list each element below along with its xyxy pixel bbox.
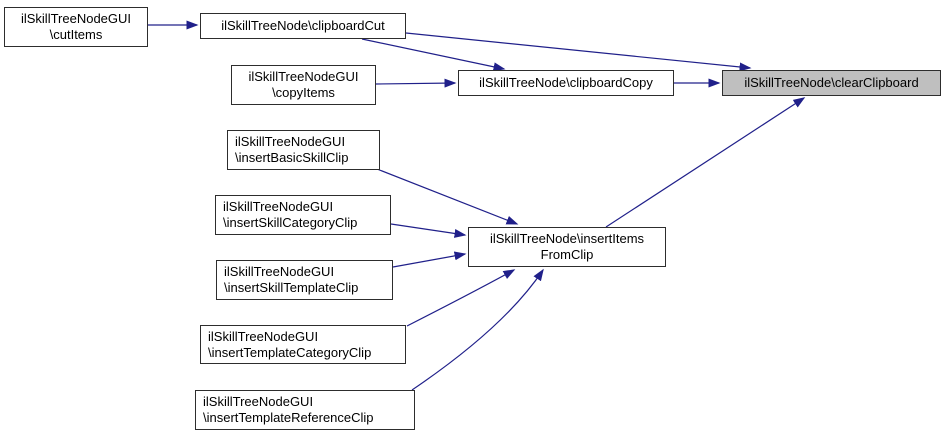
edge-inserttemplatereferenceclip-insertitemsfromclip <box>411 268 544 391</box>
node-label-line: \insertSkillTemplateClip <box>224 280 359 295</box>
node-label-line: \insertBasicSkillClip <box>235 150 349 165</box>
edge-clipboardcut-clearclipboard <box>405 32 752 72</box>
node-insertskillcategoryclip[interactable]: ilSkillTreeNodeGUI \insertSkillCategoryC… <box>215 195 391 235</box>
node-label-line: ilSkillTreeNode\clearClipboard <box>744 75 919 90</box>
node-label-line: ilSkillTreeNodeGUI <box>20 11 132 26</box>
edge-inserttemplatecategoryclip-insertitemsfromclip <box>406 269 516 327</box>
node-clearclipboard-highlighted: ilSkillTreeNode\clearClipboard <box>722 70 941 96</box>
node-label-line: ilSkillTreeNodeGUI <box>203 394 314 409</box>
node-cutitems[interactable]: ilSkillTreeNodeGUI \cutItems <box>4 7 148 47</box>
node-insertbasicskillclip[interactable]: ilSkillTreeNodeGUI \insertBasicSkillClip <box>227 130 380 170</box>
node-clipboardcut[interactable]: ilSkillTreeNode\clipboardCut <box>200 13 406 39</box>
node-label-line: \insertSkillCategoryClip <box>223 215 358 230</box>
node-label-line: ilSkillTreeNode\clipboardCut <box>221 18 385 33</box>
edge-copyitems-clipboardcopy <box>375 78 457 88</box>
node-label-line: ilSkillTreeNode\insertItems <box>489 231 645 246</box>
node-label-line: ilSkillTreeNodeGUI <box>248 69 359 84</box>
node-inserttemplatereferenceclip[interactable]: ilSkillTreeNodeGUI \insertTemplateRefere… <box>195 390 415 430</box>
node-label-line: ilSkillTreeNodeGUI <box>235 134 346 149</box>
edge-insertskillcategoryclip-insertitemsfromclip <box>390 223 467 238</box>
edge-clipboardcut-clipboardcopy <box>361 38 506 72</box>
node-label-line: \insertTemplateReferenceClip <box>203 410 374 425</box>
edge-insertskilltemplateclip-insertitemsfromclip <box>392 251 467 268</box>
node-clipboardcopy[interactable]: ilSkillTreeNode\clipboardCopy <box>458 70 674 96</box>
node-label-line: ilSkillTreeNodeGUI <box>208 328 319 344</box>
node-label-line: ilSkillTreeNode\clipboardCopy <box>479 75 653 90</box>
node-label-line: \cutItems <box>49 27 103 42</box>
node-insertitemsfromclip[interactable]: ilSkillTreeNode\insertItems FromClip <box>468 227 666 267</box>
node-label-line: ilSkillTreeNodeGUI <box>223 199 334 214</box>
node-label-line: ilSkillTreeNodeGUI <box>224 264 335 279</box>
edge-insertitemsfromclip-clearclipboard <box>605 97 806 228</box>
edge-insertbasicskillclip-insertitemsfromclip <box>376 168 519 225</box>
node-insertskilltemplateclip[interactable]: ilSkillTreeNodeGUI \insertSkillTemplateC… <box>216 260 393 300</box>
node-label-line: FromClip <box>540 247 594 262</box>
node-label-line: \insertTemplateCategoryClip <box>208 344 372 360</box>
node-label-line: \copyItems <box>272 85 335 100</box>
node-copyitems[interactable]: ilSkillTreeNodeGUI \copyItems <box>231 65 376 105</box>
node-inserttemplatecategoryclip[interactable]: ilSkillTreeNodeGUI \insertTemplateCatego… <box>200 325 406 364</box>
